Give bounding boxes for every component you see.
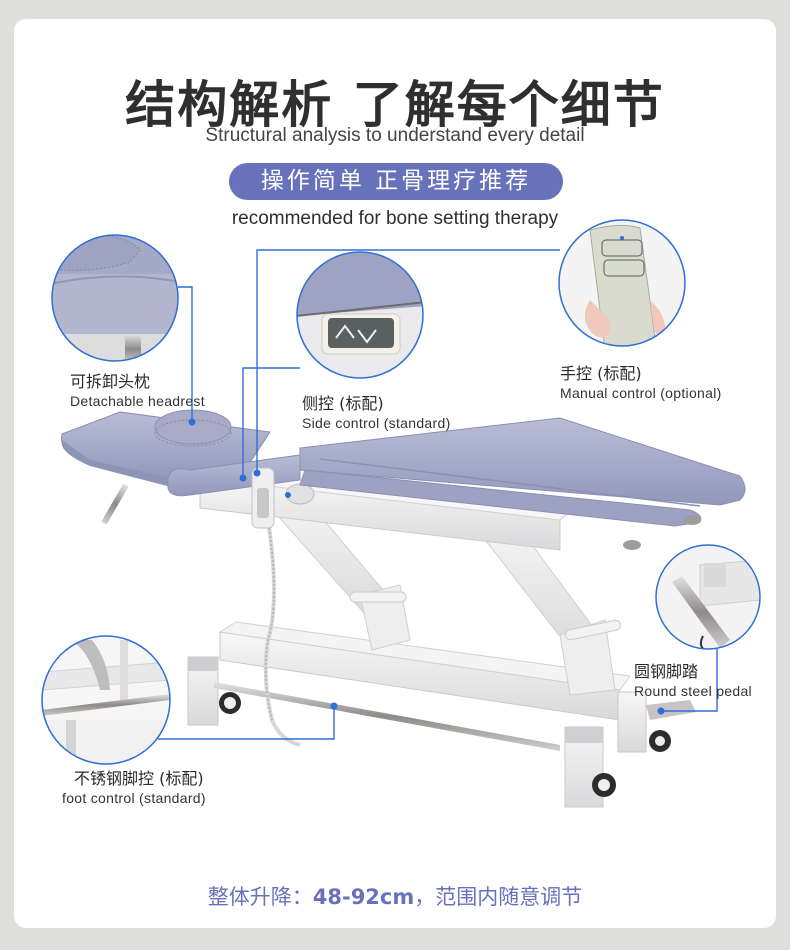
callout-side-control: 侧控 (标配) Side control (standard) — [302, 394, 451, 431]
callout-manual-control: 手控 (标配) Manual control (optional) — [560, 364, 722, 401]
hand-remote-detail-icon — [559, 220, 685, 346]
product-illustration — [41, 219, 761, 808]
foot-bar-detail-icon — [42, 636, 170, 764]
lift-mechanism — [198, 469, 621, 747]
callout-dots — [188, 418, 665, 715]
callout-headrest: 可拆卸头枕 Detachable headrest — [70, 372, 205, 409]
page-subtitle: Structural analysis to understand every … — [205, 125, 585, 146]
height-range-value: 48-92cm — [312, 885, 415, 909]
callout-lines — [158, 249, 718, 740]
caster-wheel — [219, 692, 671, 797]
height-range-caption: 整体升降：48-92cm，范围内随意调节 — [207, 885, 583, 909]
feature-pill-subtitle: recommended for bone setting therapy — [231, 208, 559, 229]
page-title: 结构解析 了解每个细节 — [125, 76, 665, 134]
callout-foot-control: 不锈钢脚控 (标配) foot control (standard) — [62, 769, 206, 806]
side-control-detail-icon — [297, 252, 423, 378]
bed-top-upholstery — [61, 409, 746, 550]
bed-base-frame — [187, 621, 696, 808]
headrest-detail-icon — [52, 235, 178, 361]
pedal-detail-icon — [656, 545, 760, 649]
feature-pill: 操作简单 正骨理疗推荐 — [229, 163, 563, 200]
product-detail-card: 结构解析 了解每个细节 Structural analysis to under… — [14, 19, 776, 928]
callout-round-pedal: 圆钢脚踏 Round steel pedal — [634, 662, 752, 699]
